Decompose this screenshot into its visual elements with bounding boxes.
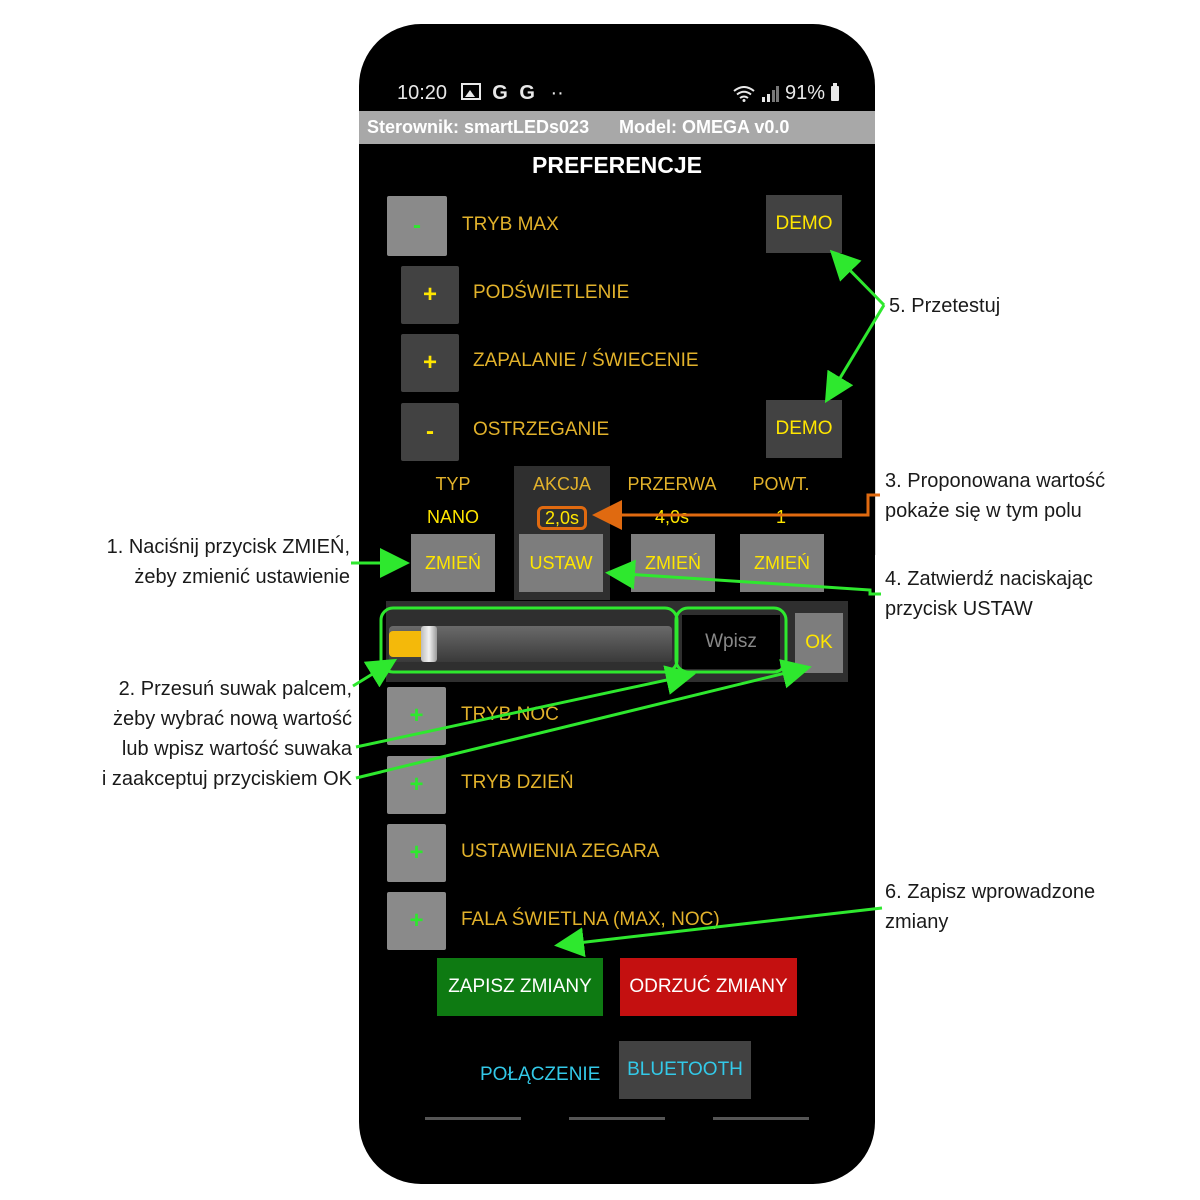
toggle-button-ostrzeganie[interactable]: -	[401, 403, 459, 461]
annotation-text: 2. Przesuń suwak palcem,	[118, 678, 352, 700]
toggle-button-fala[interactable]: +	[387, 892, 446, 950]
status-time: 10:20	[397, 82, 448, 104]
annotation-text: 3. Proponowana wartość	[885, 470, 1106, 492]
param-header-przerwa: PRZERWA	[627, 474, 717, 494]
annotation-step-2: 2. Przesuń suwak palcem, żeby wybrać now…	[40, 674, 352, 794]
image-icon	[460, 83, 481, 100]
connection-label: POŁĄCZENIE	[480, 1064, 601, 1085]
param-value-akcja: 2,0s	[512, 506, 612, 530]
signal-icon	[761, 85, 779, 102]
zmien-button-powt[interactable]: ZMIEŃ	[740, 534, 824, 592]
arrow-4	[605, 559, 881, 596]
toggle-button-tryb-max[interactable]: -	[387, 196, 447, 256]
arrow-6	[554, 906, 883, 958]
status-bar-left: 10:20 G G ··	[397, 82, 564, 105]
zmien-button-typ[interactable]: ZMIEŃ	[411, 534, 495, 592]
param-header-typ: TYP	[435, 474, 471, 494]
annotation-text: 1. Naciśnij przycisk ZMIEŃ,	[106, 536, 350, 558]
annotation-step-5: 5. Przetestuj	[889, 295, 1001, 317]
page-title: PREFERENCJE	[532, 152, 702, 178]
param-value-przerwa: 4,0s	[654, 507, 690, 527]
discard-changes-button[interactable]: ODRZUĆ ZMIANY	[620, 958, 797, 1016]
row-label-zapalanie: ZAPALANIE / ŚWIECENIE	[473, 350, 699, 371]
annotation-text: zmiany	[885, 911, 949, 933]
battery-icon	[831, 83, 839, 101]
input-highlight-box	[674, 606, 788, 674]
annotation-text: lub wpisz wartość suwaka	[121, 738, 352, 760]
toggle-button-zegar[interactable]: +	[387, 824, 446, 882]
annotation-text: 4. Zatwierdź naciskając	[885, 568, 1093, 590]
row-label-fala: FALA ŚWIETLNA (MAX, NOC)	[461, 909, 720, 930]
slider-handle[interactable]	[421, 626, 437, 662]
save-changes-button[interactable]: ZAPISZ ZMIANY	[437, 958, 603, 1016]
row-label-ostrzeganie: OSTRZEGANIE	[473, 419, 610, 440]
annotation-text: 6. Zapisz wprowadzone	[885, 881, 1096, 903]
google-icon: G	[519, 82, 535, 104]
slider-highlight-box	[379, 606, 679, 674]
toggle-button-zapalanie[interactable]: +	[401, 334, 459, 392]
annotation-step-6: 6. Zapisz wprowadzone zmiany	[885, 877, 1185, 937]
toggle-button-tryb-dzien[interactable]: +	[387, 756, 446, 814]
toggle-button-podswietlenie[interactable]: +	[401, 266, 459, 324]
annotation-text: żeby wybrać nową wartość	[113, 708, 352, 730]
param-value-powt: 1	[775, 507, 786, 527]
battery-percent: 91%	[784, 82, 825, 104]
nav-home[interactable]	[569, 1117, 665, 1120]
arrow-2-slider	[352, 658, 398, 688]
param-value-typ: NANO	[426, 507, 479, 527]
app-header: Sterownik: smartLEDs023 Model: OMEGA v0.…	[359, 111, 875, 144]
wifi-icon	[733, 85, 755, 102]
arrow-3	[592, 493, 880, 530]
row-label-podswietlenie: PODŚWIETLENIE	[473, 282, 630, 303]
arrow-5-bottom	[824, 304, 886, 404]
annotation-text: i zaakceptuj przyciskiem OK	[101, 768, 352, 790]
annotation-step-1: 1. Naciśnij przycisk ZMIEŃ, żeby zmienić…	[40, 532, 350, 592]
value-slider[interactable]	[389, 626, 672, 662]
google-icon: G	[492, 82, 508, 104]
demo-button-ostrzeganie[interactable]: DEMO	[766, 400, 842, 458]
value-input[interactable]: Wpisz	[682, 615, 780, 669]
arrow-2-ok	[355, 659, 812, 780]
arrow-5-top	[829, 249, 886, 307]
controller-name: Sterownik: smartLEDs023	[367, 117, 590, 137]
annotation-step-3: 3. Proponowana wartość pokaże się w tym …	[885, 466, 1185, 526]
phone-screen: 10:20 G G ·· 91% Sterownik: smartLEDs023…	[359, 24, 875, 1184]
row-label-tryb-max: TRYB MAX	[462, 214, 559, 235]
demo-button-tryb-max[interactable]: DEMO	[766, 195, 842, 253]
nav-back[interactable]	[713, 1117, 809, 1120]
annotation-text: przycisk USTAW	[885, 598, 1033, 620]
annotation-text: żeby zmienić ustawienie	[134, 566, 350, 588]
row-label-zegar: USTAWIENIA ZEGARA	[461, 841, 660, 862]
more-notifications-icon: ··	[550, 82, 564, 104]
annotation-text: pokaże się w tym polu	[885, 500, 1082, 522]
proposed-value-field: 2,0s	[536, 506, 588, 530]
row-label-tryb-dzien: TRYB DZIEŃ	[461, 772, 574, 793]
status-bar-right: 91%	[733, 82, 839, 105]
param-header-powt: POWT.	[752, 474, 810, 494]
arrow-2-input	[355, 665, 696, 749]
bluetooth-button[interactable]: BLUETOOTH	[619, 1041, 751, 1099]
annotation-step-4: 4. Zatwierdź naciskając przycisk USTAW	[885, 564, 1185, 624]
model-name: Model: OMEGA v0.0	[619, 117, 790, 137]
zmien-button-przerwa[interactable]: ZMIEŃ	[631, 534, 715, 592]
ustaw-button-akcja[interactable]: USTAW	[519, 534, 603, 592]
nav-recents[interactable]	[425, 1117, 521, 1120]
param-header-akcja: AKCJA	[532, 474, 592, 494]
